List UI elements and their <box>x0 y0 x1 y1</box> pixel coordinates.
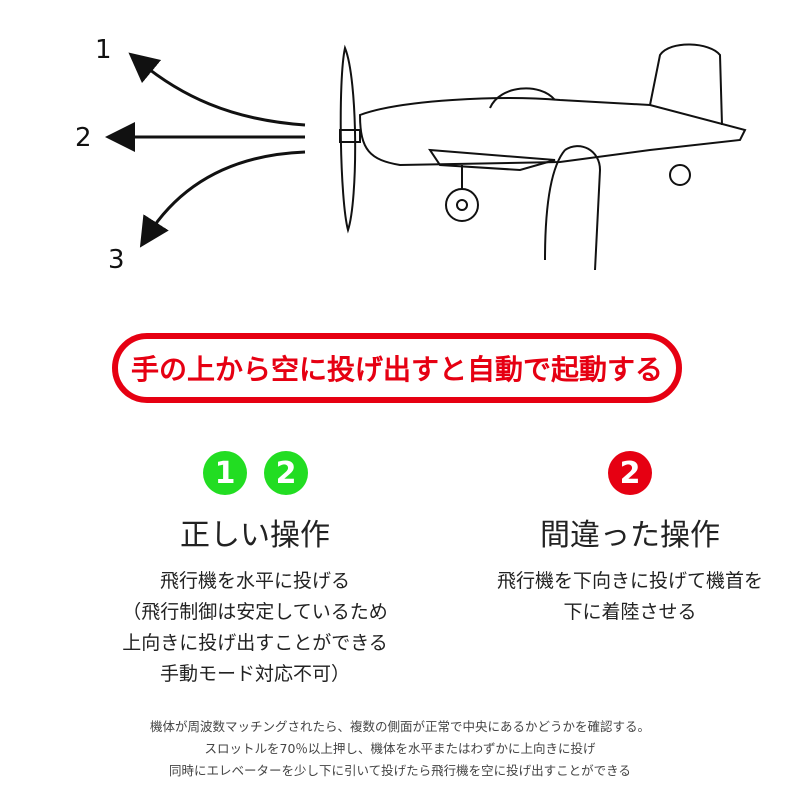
wrong-heading: 間違った操作 <box>540 518 720 553</box>
arrow-1 <box>128 52 306 127</box>
correct-heading: 正しい操作 <box>180 518 330 553</box>
airplane-illustration <box>339 43 747 271</box>
throw-direction-diagram <box>105 43 747 271</box>
correct-line: 飛行機を水平に投げる <box>159 570 350 592</box>
wrong-description: 飛行機を下向きに投げて機首を 下に着陸させる <box>470 566 790 628</box>
direction-label-3: 3 <box>108 245 125 275</box>
correct-line: （飛行制御は安定しているため <box>122 601 388 623</box>
note-line: スロットルを70％以上押し、機体を水平またはわずかに上向きに投げ <box>204 741 596 756</box>
auto-launch-banner: 手の上から空に投げ出すと自動で起動する <box>112 333 682 403</box>
badge-1-green: 1 <box>203 451 247 495</box>
note-line: 機体が周波数マッチングされたら、複数の側面が正常で中央にあるかどうかを確認する。 <box>149 719 650 734</box>
correct-description: 飛行機を水平に投げる （飛行制御は安定しているため 上向きに投げ出すことができる… <box>90 566 420 690</box>
note-line: 同時にエレベーターを少し下に引いて投げたら飛行機を空に投げ出すことができる <box>169 763 631 778</box>
correct-line: 上向きに投げ出すことができる <box>122 632 388 654</box>
badge-2-green: 2 <box>264 451 308 495</box>
direction-label-1: 1 <box>95 35 112 65</box>
direction-label-2: 2 <box>75 123 92 153</box>
correct-line: 手動モード対応不可） <box>159 663 350 685</box>
wrong-line: 飛行機を下向きに投げて機首を <box>496 570 763 592</box>
arrow-3 <box>139 150 306 248</box>
instruction-notes: 機体が周波数マッチングされたら、複数の側面が正常で中央にあるかどうかを確認する。… <box>0 716 800 782</box>
banner-text: 手の上から空に投げ出すと自動で起動する <box>130 353 663 386</box>
badge-2-red: 2 <box>608 451 652 495</box>
wrong-line: 下に着陸させる <box>563 601 697 623</box>
